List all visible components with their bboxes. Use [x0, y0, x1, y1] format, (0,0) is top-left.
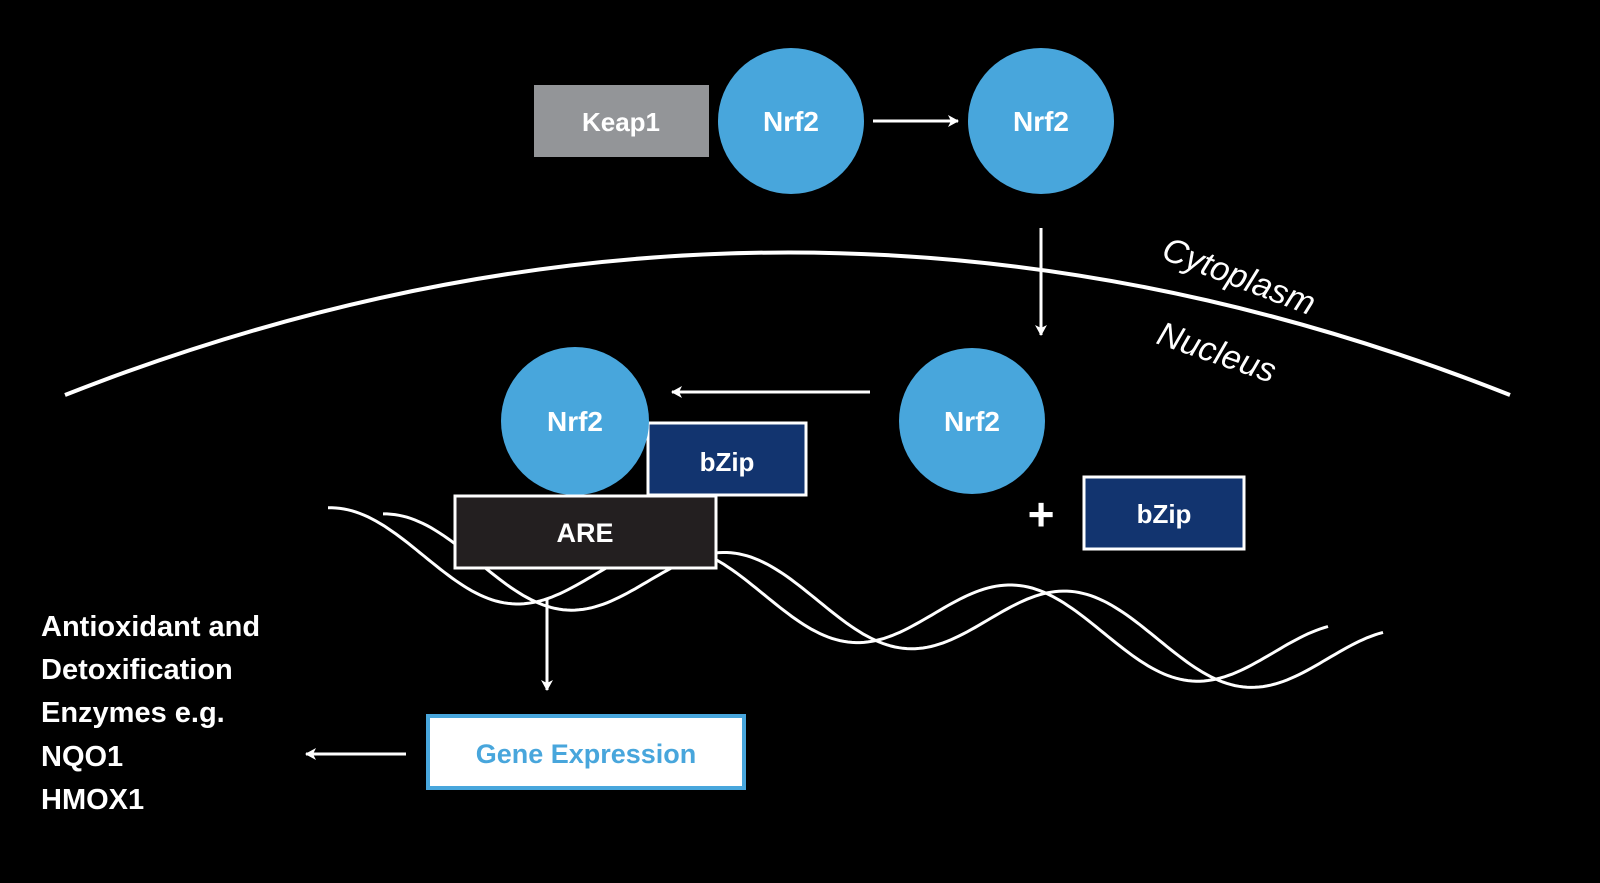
plus-sign: +	[1028, 488, 1055, 540]
bzip-complex-label: bZip	[700, 447, 755, 477]
bzip-free-label: bZip	[1137, 499, 1192, 529]
nuclear-membrane	[64, 250, 1511, 397]
dna-strand-2	[383, 512, 1384, 689]
enzyme-line: Detoxification	[41, 654, 233, 686]
nrf2-complex-circle	[501, 347, 649, 495]
nrf2-nuclear-circle	[899, 348, 1045, 494]
enzyme-list: Antioxidant and Detoxification Enzymes e…	[41, 611, 260, 816]
dna-strand-1	[328, 506, 1329, 683]
enzyme-line: Antioxidant and	[41, 611, 260, 643]
keap1-label: Keap1	[582, 107, 660, 137]
enzyme-line: HMOX1	[41, 784, 144, 816]
gene-expression-label: Gene Expression	[476, 739, 697, 769]
are-label: ARE	[556, 518, 613, 548]
bzip-complex-box	[646, 421, 808, 497]
enzyme-line: Enzymes e.g.	[41, 697, 225, 729]
nrf2-free-label: Nrf2	[1013, 106, 1069, 137]
nrf2-bound-circle	[718, 48, 864, 194]
keap1-box	[534, 85, 709, 157]
bzip-free-box	[1082, 475, 1246, 551]
gene-expression-box	[426, 714, 746, 790]
are-box	[453, 494, 718, 570]
nrf2-free-circle	[968, 48, 1114, 194]
nrf2-nuclear-label: Nrf2	[944, 406, 1000, 437]
nrf2-complex-label: Nrf2	[547, 406, 603, 437]
nrf2-bound-label: Nrf2	[763, 106, 819, 137]
enzyme-line: NQO1	[41, 741, 123, 773]
